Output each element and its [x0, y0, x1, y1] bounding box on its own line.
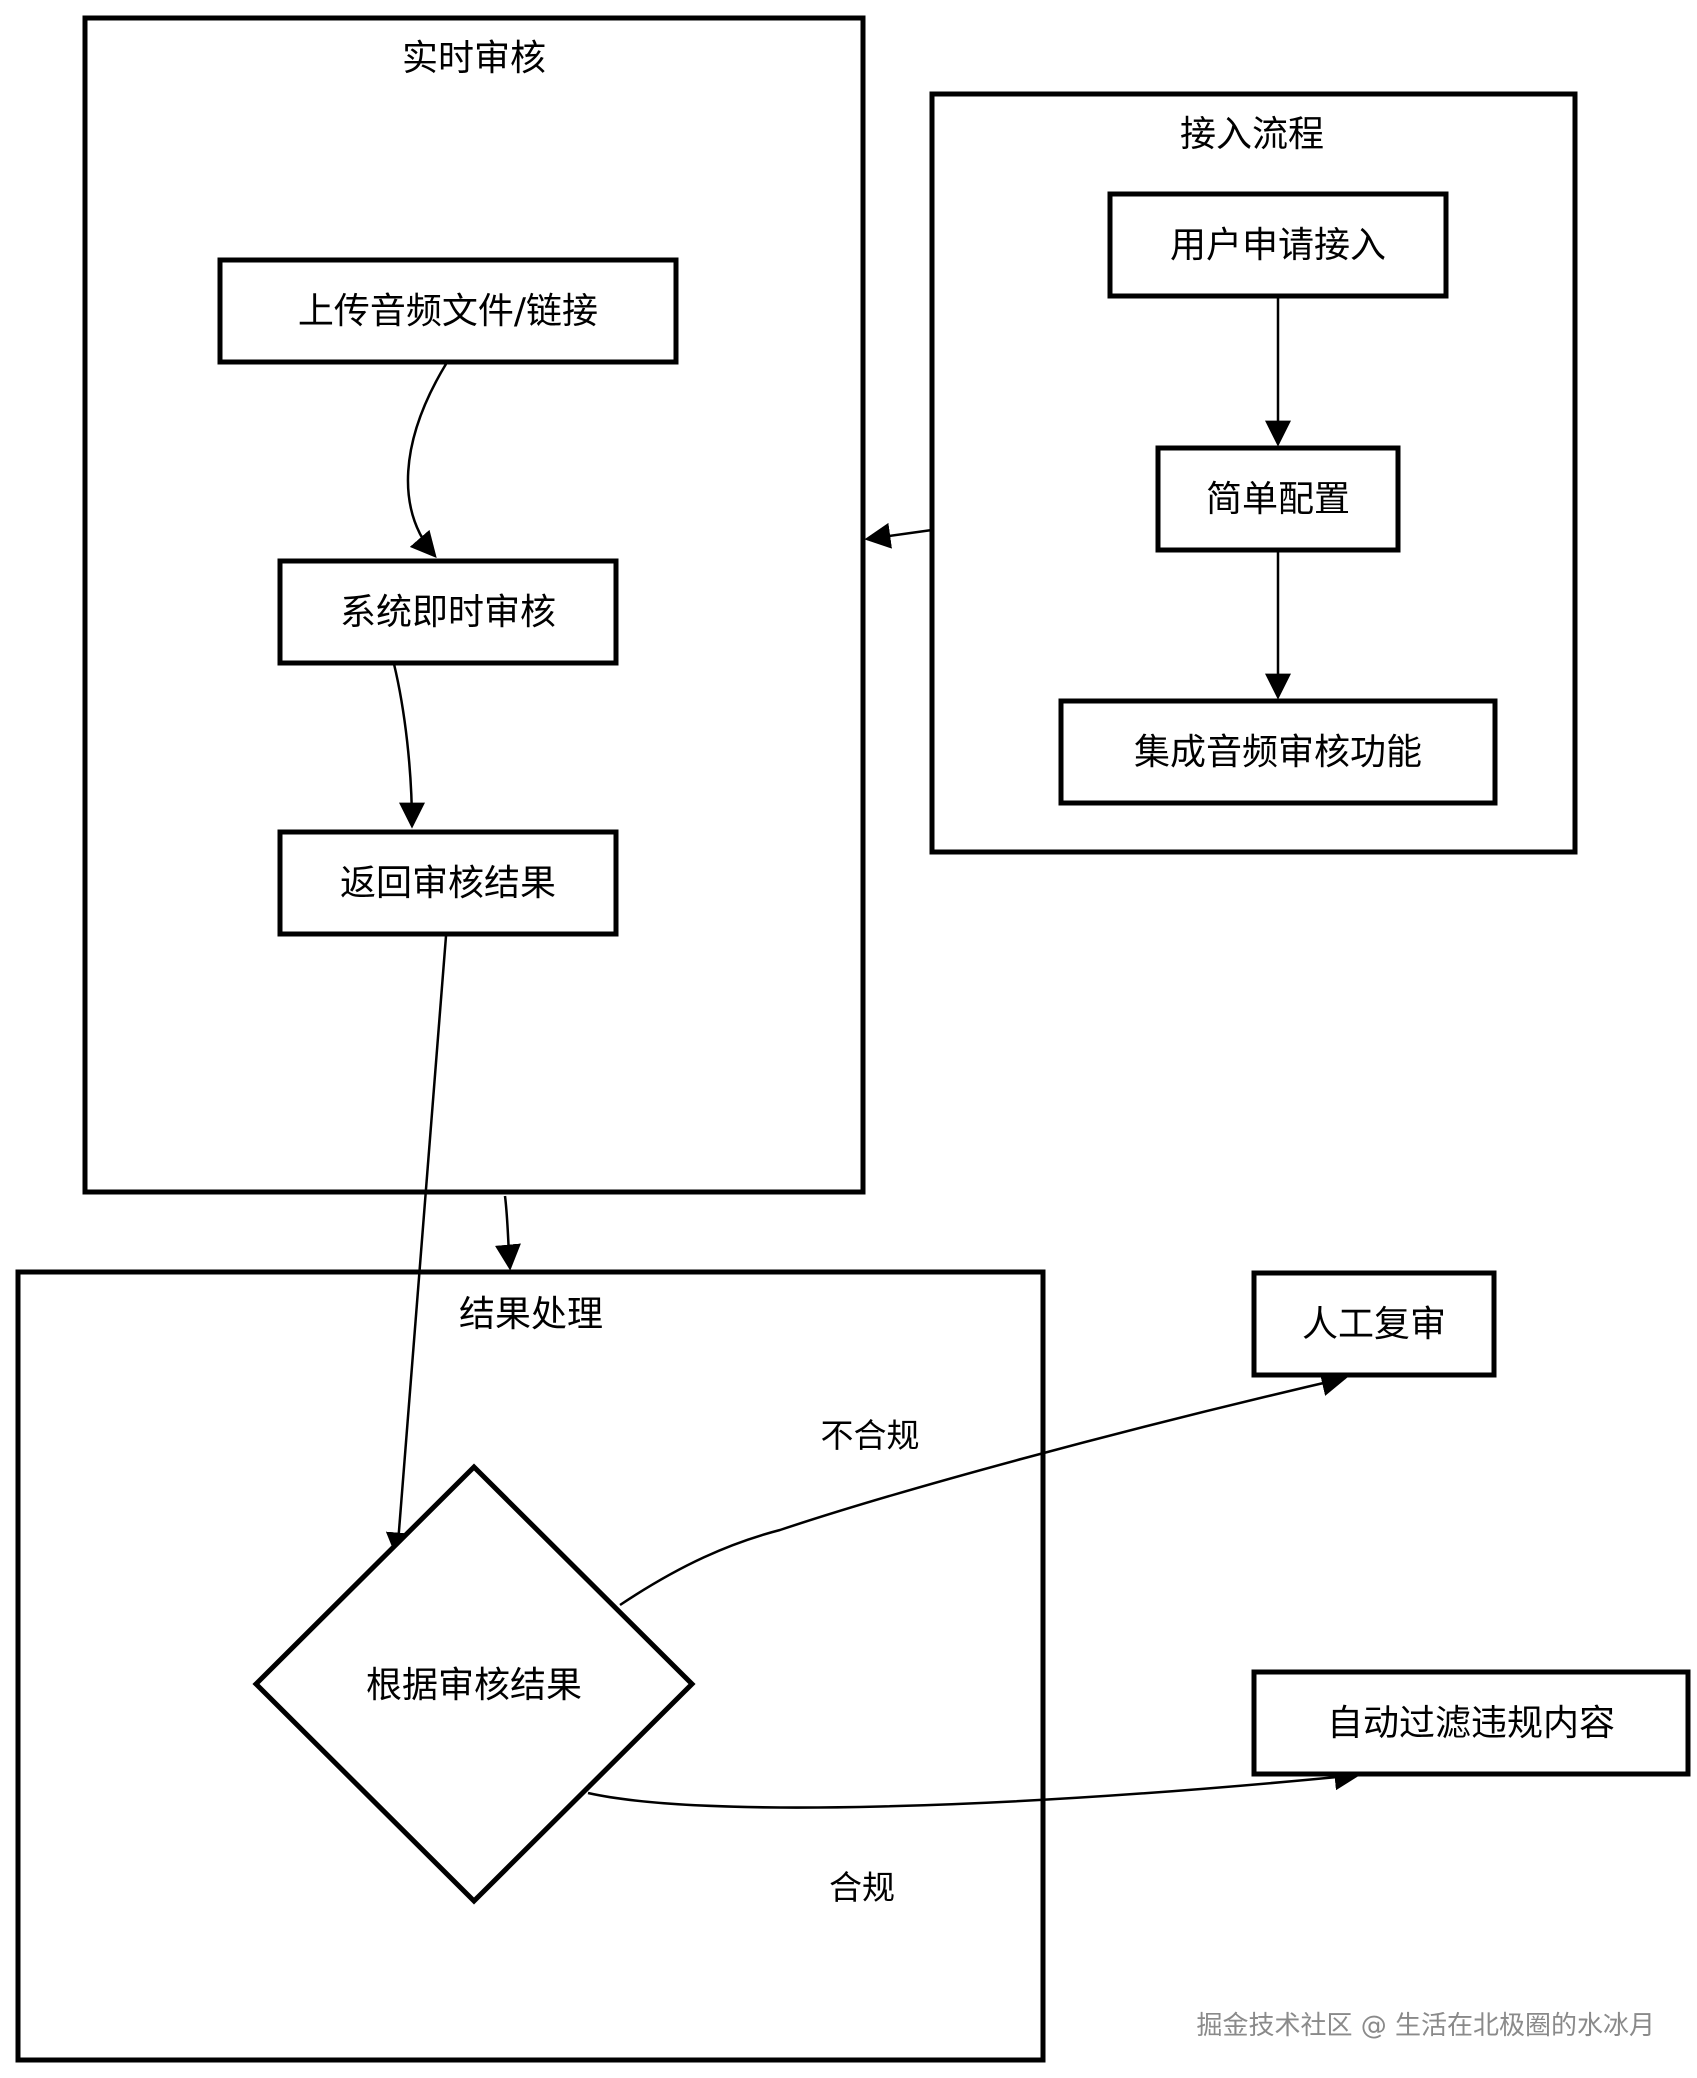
node-instant-review: 系统即时审核 — [277, 558, 619, 666]
edge-review-to-return — [392, 663, 425, 829]
node-upload-label: 上传音频文件/链接 — [298, 291, 598, 332]
edge-label-noncompliant: 不合规 — [821, 1416, 920, 1455]
cluster-access-title: 接入流程 — [1180, 114, 1324, 155]
node-manual-review-label: 人工复审 — [1302, 1304, 1446, 1345]
cluster-result-title: 结果处理 — [459, 1294, 603, 1335]
node-auto-filter: 自动过滤违规内容 — [1251, 1669, 1691, 1777]
edge-decision-to-manual — [619, 1370, 1348, 1607]
node-config: 简单配置 — [1155, 445, 1401, 553]
node-return-result-label: 返回审核结果 — [340, 863, 556, 904]
node-config-label: 简单配置 — [1206, 479, 1350, 520]
cluster-realtime-review: 实时审核 — [82, 15, 866, 1195]
cluster-result-handling: 结果处理 — [15, 1269, 1046, 2063]
edges — [385, 297, 1361, 1809]
node-decision: 根据审核结果 — [252, 1463, 696, 1905]
node-integrate-label: 集成音频审核功能 — [1134, 732, 1422, 773]
node-decision-label: 根据审核结果 — [366, 1665, 582, 1706]
node-auto-filter-label: 自动过滤违规内容 — [1327, 1703, 1615, 1744]
node-integrate: 集成音频审核功能 — [1058, 698, 1498, 806]
edge-return-to-decision — [385, 935, 448, 1559]
node-manual-review: 人工复审 — [1251, 1270, 1497, 1378]
node-instant-review-label: 系统即时审核 — [340, 592, 556, 633]
watermark: 掘金技术社区 @ 生活在北极圈的水冰月 — [1196, 2011, 1655, 2041]
edge-realtime-to-result — [495, 1195, 521, 1271]
edge-upload-to-review — [406, 363, 448, 558]
node-upload: 上传音频文件/链接 — [217, 257, 679, 365]
edge-label-compliant: 合规 — [829, 1868, 895, 1907]
edge-access-to-realtime — [864, 522, 933, 549]
node-apply: 用户申请接入 — [1107, 191, 1449, 299]
node-apply-label: 用户申请接入 — [1170, 225, 1386, 266]
cluster-access-process: 接入流程 — [929, 91, 1578, 855]
node-return-result: 返回审核结果 — [277, 829, 619, 937]
edge-decision-to-filter — [587, 1764, 1361, 1809]
cluster-realtime-title: 实时审核 — [402, 38, 546, 79]
